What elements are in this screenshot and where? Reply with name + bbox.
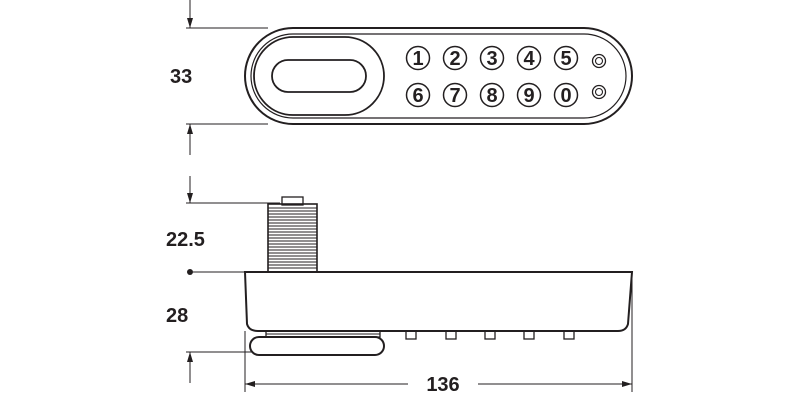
dimension-label-front-height: 33 <box>170 66 192 88</box>
spindle-ribs <box>268 207 317 269</box>
display-bezel <box>253 36 385 116</box>
indicator-led-bottom <box>591 84 607 100</box>
key-ring <box>442 45 468 71</box>
key-label: 6 <box>412 85 423 107</box>
key-label: 3 <box>486 48 497 70</box>
key-2[interactable]: 2 <box>442 45 468 71</box>
arrowhead-width-right <box>622 381 632 387</box>
key-3[interactable]: 3 <box>479 45 505 71</box>
key-9[interactable]: 9 <box>516 82 542 108</box>
key-ring <box>405 82 431 108</box>
dimension-label-overall-width: 136 <box>426 374 459 396</box>
display-bezel-side <box>249 331 385 356</box>
spindle-cam <box>267 196 318 273</box>
key-5[interactable]: 5 <box>553 45 579 71</box>
dimension-label-spindle-height: 22.5 <box>166 229 205 251</box>
key-ring <box>479 82 505 108</box>
arrowhead-side-bottom <box>187 352 193 362</box>
key-ring <box>442 82 468 108</box>
key-bump <box>523 330 535 340</box>
front-view: 33 1 2 3 4 <box>170 0 633 155</box>
key-label: 8 <box>486 85 497 107</box>
keypad-bottom-row: 6 7 8 9 0 <box>405 82 579 108</box>
side-view: 22.5 28 <box>166 176 634 396</box>
key-8[interactable]: 8 <box>479 82 505 108</box>
arrowhead-spindle-top <box>187 193 193 203</box>
key-ring <box>479 45 505 71</box>
key-ring <box>516 82 542 108</box>
key-bump <box>445 330 457 340</box>
bezel-side-body <box>249 336 385 356</box>
key-bump <box>563 330 575 340</box>
key-ring <box>405 45 431 71</box>
key-bump <box>484 330 496 340</box>
key-label: 0 <box>560 85 571 107</box>
key-ring <box>516 45 542 71</box>
key-ring <box>553 82 579 108</box>
key-7[interactable]: 7 <box>442 82 468 108</box>
display-window <box>271 59 367 93</box>
lock-housing <box>243 271 634 332</box>
arrowhead-width-left <box>245 381 255 387</box>
key-1[interactable]: 1 <box>405 45 431 71</box>
key-label: 9 <box>523 85 534 107</box>
key-label: 1 <box>412 48 423 70</box>
key-label: 5 <box>560 48 571 70</box>
keypad-inner-casing <box>250 33 627 119</box>
key-6[interactable]: 6 <box>405 82 431 108</box>
keypad-top-row: 1 2 3 4 5 <box>405 45 579 71</box>
key-bumps <box>405 330 575 340</box>
key-ring <box>553 45 579 71</box>
key-bump <box>405 330 417 340</box>
key-4[interactable]: 4 <box>516 45 542 71</box>
key-label: 4 <box>523 48 535 70</box>
indicator-led-top <box>591 53 607 69</box>
key-0[interactable]: 0 <box>553 82 579 108</box>
spindle-cap <box>281 196 304 206</box>
arrowhead-front-bottom <box>187 124 193 134</box>
dimension-label-body-depth: 28 <box>166 305 188 327</box>
key-label: 7 <box>449 85 460 107</box>
keypad-outer-casing <box>244 27 633 125</box>
datum-point <box>187 269 193 275</box>
arrowhead-front-top <box>187 18 193 28</box>
key-label: 2 <box>449 48 460 70</box>
